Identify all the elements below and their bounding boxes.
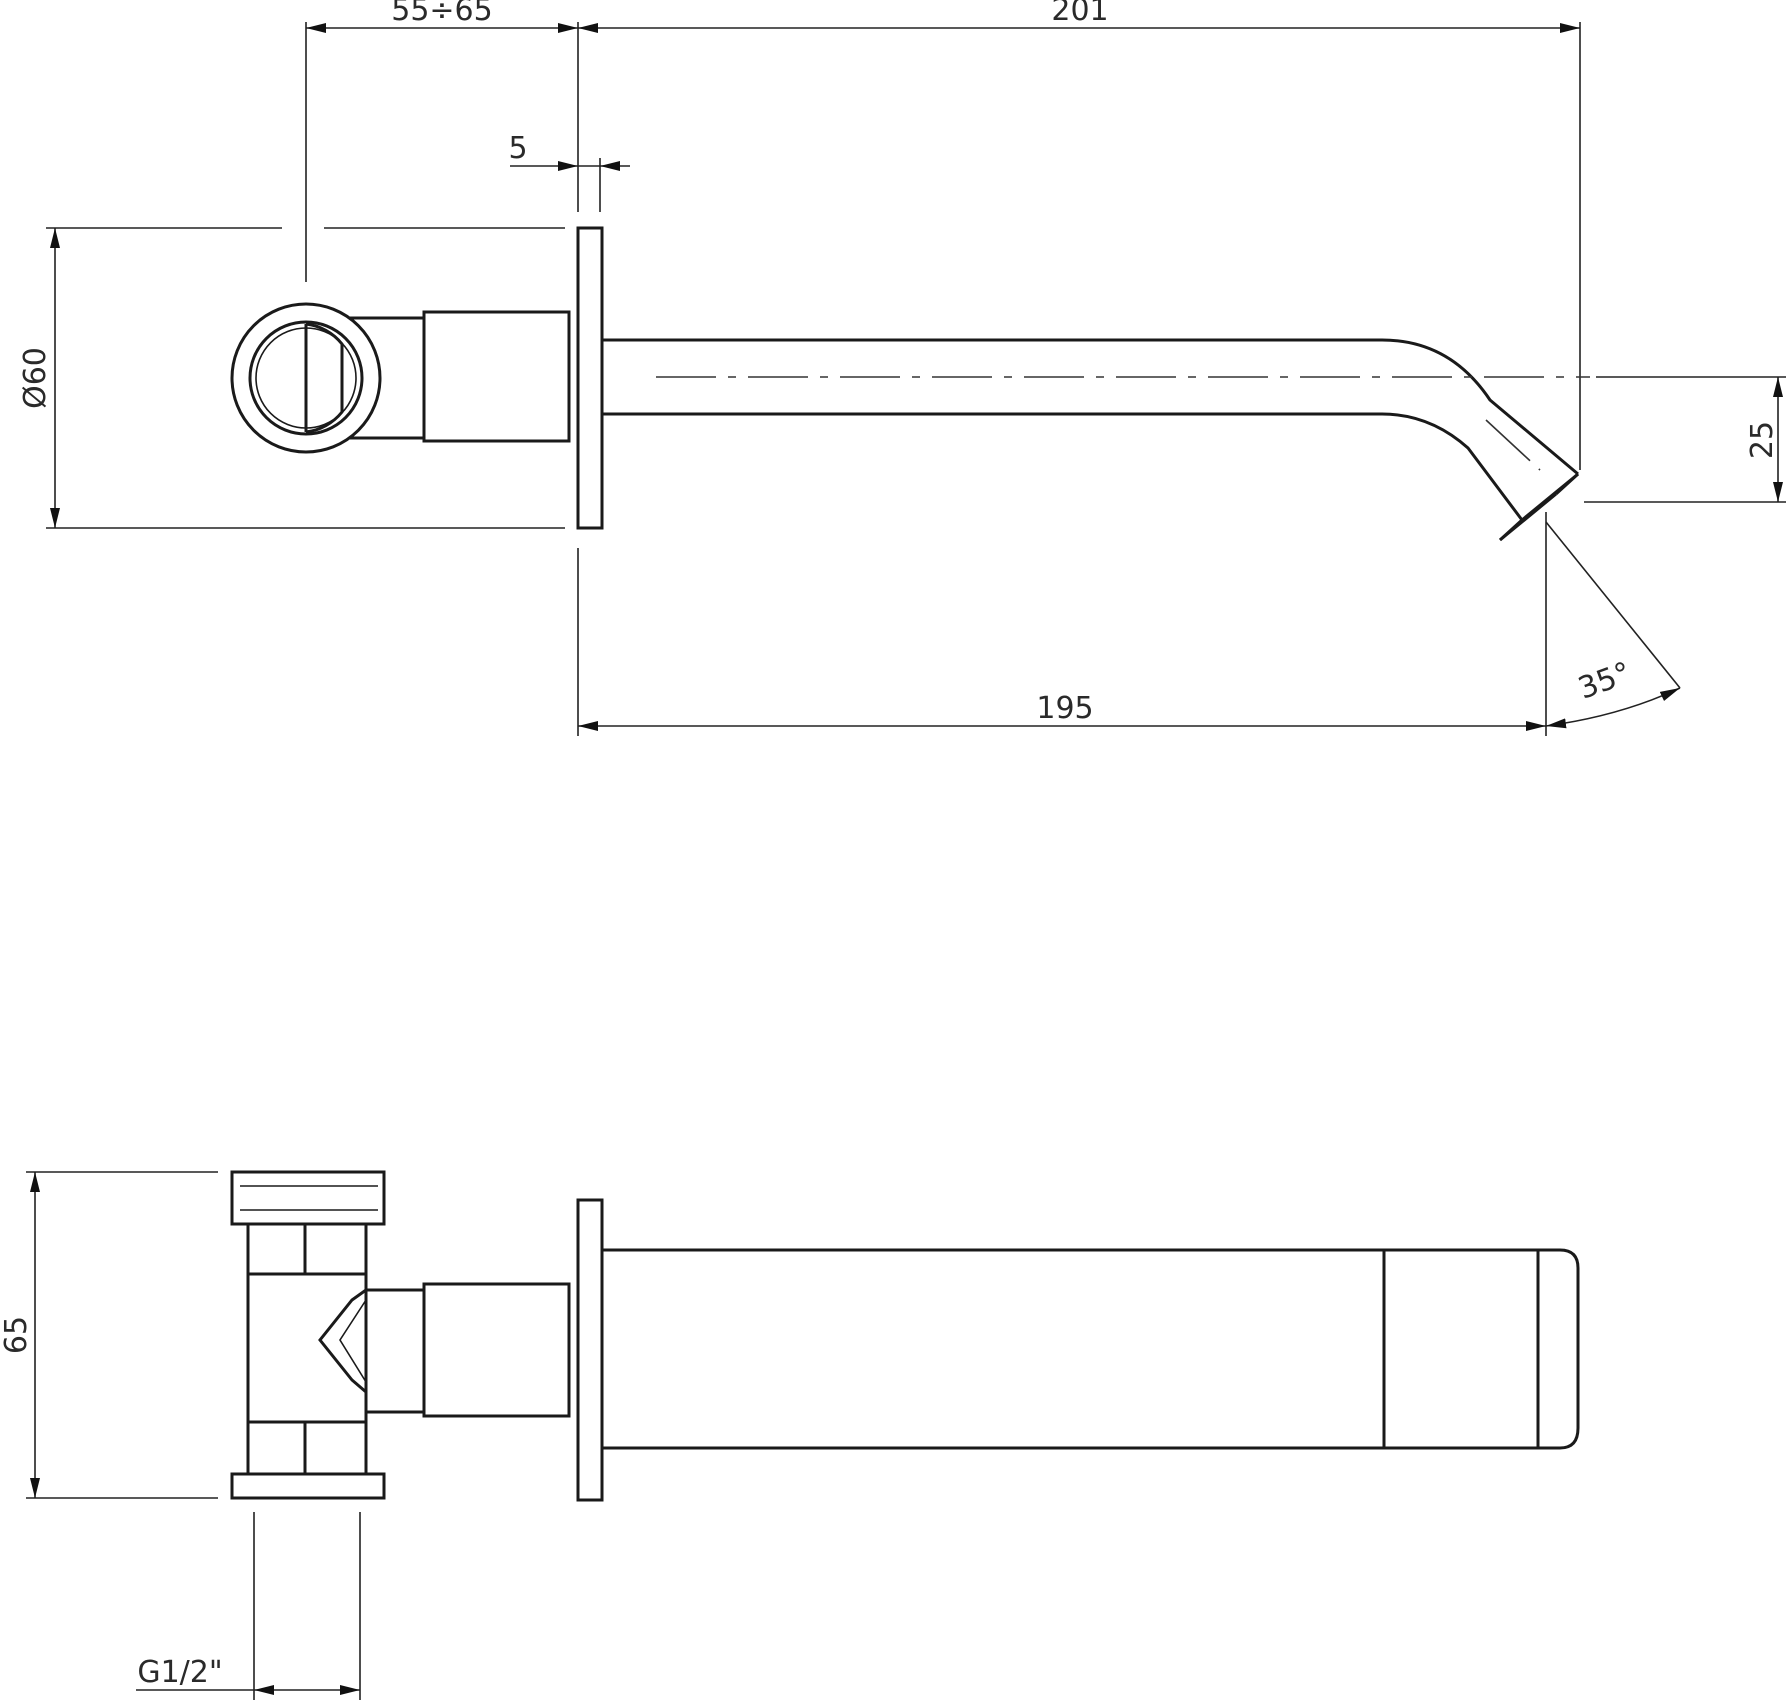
spout [602, 338, 1590, 542]
valve-body-end-view [230, 302, 424, 454]
dim-label-65: 65 [0, 1316, 34, 1354]
dim-label-195: 195 [1036, 691, 1093, 726]
bottom-view: 65 [0, 1170, 1580, 1700]
dim-label-5: 5 [508, 131, 527, 166]
connector-nut [422, 310, 571, 443]
dimension-65: 65 [0, 1171, 218, 1499]
dim-label-201: 201 [1051, 0, 1108, 28]
dimension-thread: G1/2" [136, 1512, 361, 1700]
dimension-diameter-60: Ø60 [18, 227, 565, 529]
wall-plate-plan [576, 1198, 604, 1502]
dim-label-angle-35: 35° [1574, 656, 1636, 707]
dim-label-diameter-60: Ø60 [18, 347, 53, 409]
top-view: 55÷65 201 5 Ø60 [18, 0, 1786, 736]
dimension-201: 201 [577, 0, 1581, 470]
dimension-195: 195 [577, 512, 1547, 736]
wall-plate [576, 226, 604, 530]
connector-nut-plan [422, 1282, 571, 1418]
dimension-25: 25 [1584, 376, 1786, 503]
dimension-angle-35: 35° [1545, 521, 1681, 729]
dim-label-55-65: 55÷65 [391, 0, 492, 28]
dim-label-25: 25 [1745, 421, 1780, 459]
dim-label-thread: G1/2" [137, 1655, 222, 1690]
valve-body-plan-view [230, 1170, 424, 1500]
dimension-5: 5 [508, 131, 630, 212]
spout-plan [602, 1248, 1580, 1450]
dimension-55-65: 55÷65 [305, 0, 578, 282]
